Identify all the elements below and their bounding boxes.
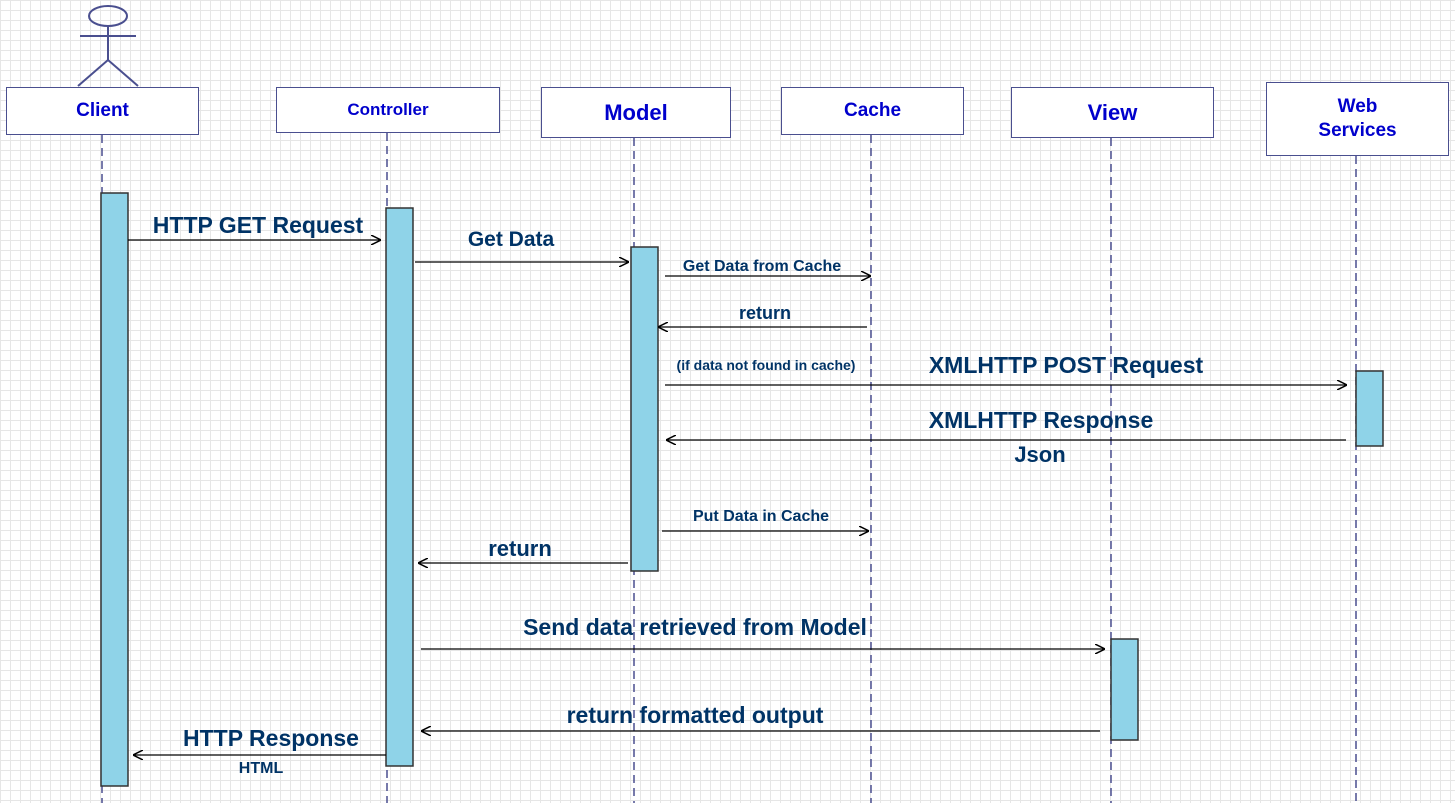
message-arrows	[128, 240, 1346, 755]
message-send-data-label: Send data retrieved from Model	[523, 614, 867, 640]
actor-left-leg	[77, 59, 109, 87]
participant-controller-label: Controller	[347, 100, 429, 120]
message-return-formatted-label: return formatted output	[566, 702, 824, 728]
message-xmlhttp-response-label: XMLHTTP Response	[928, 407, 1154, 433]
activation-controller	[385, 207, 414, 767]
participant-cache: Cache	[781, 87, 964, 135]
actor-figure	[77, 5, 139, 87]
message-get-data-label: Get Data	[467, 228, 555, 251]
participant-cache-label: Cache	[843, 100, 902, 122]
actor-head	[88, 5, 128, 27]
participant-web-services: Web Services	[1266, 82, 1449, 156]
message-get-data-cache-label: Get Data from Cache	[682, 258, 842, 275]
message-http-get-label: HTTP GET Request	[152, 212, 364, 238]
participant-view-label: View	[1087, 99, 1138, 125]
message-http-response-label: HTTP Response	[183, 725, 359, 751]
participant-model: Model	[541, 87, 731, 138]
participant-model-label: Model	[604, 99, 668, 125]
participant-web-services-label: Web Services	[1318, 96, 1397, 141]
message-cache-return-label: return	[738, 303, 792, 323]
activation-client	[100, 192, 129, 787]
message-xmlhttp-post-label: XMLHTTP POST Request	[928, 352, 1204, 378]
activation-model	[630, 246, 659, 572]
note-if-not-found: (if data not found in cache)	[676, 357, 856, 373]
activation-web-services	[1355, 370, 1384, 447]
message-put-data-cache-label: Put Data in Cache	[692, 508, 830, 525]
participant-controller: Controller	[276, 87, 500, 133]
activation-view	[1110, 638, 1139, 741]
message-model-return-label: return	[488, 536, 552, 561]
participant-client-label: Client	[76, 100, 129, 122]
activations	[100, 192, 1384, 787]
note-json: Json	[1014, 442, 1066, 467]
note-html: HTML	[238, 760, 284, 777]
actor-right-leg	[107, 59, 139, 87]
participant-view: View	[1011, 87, 1214, 138]
participant-client: Client	[6, 87, 199, 135]
